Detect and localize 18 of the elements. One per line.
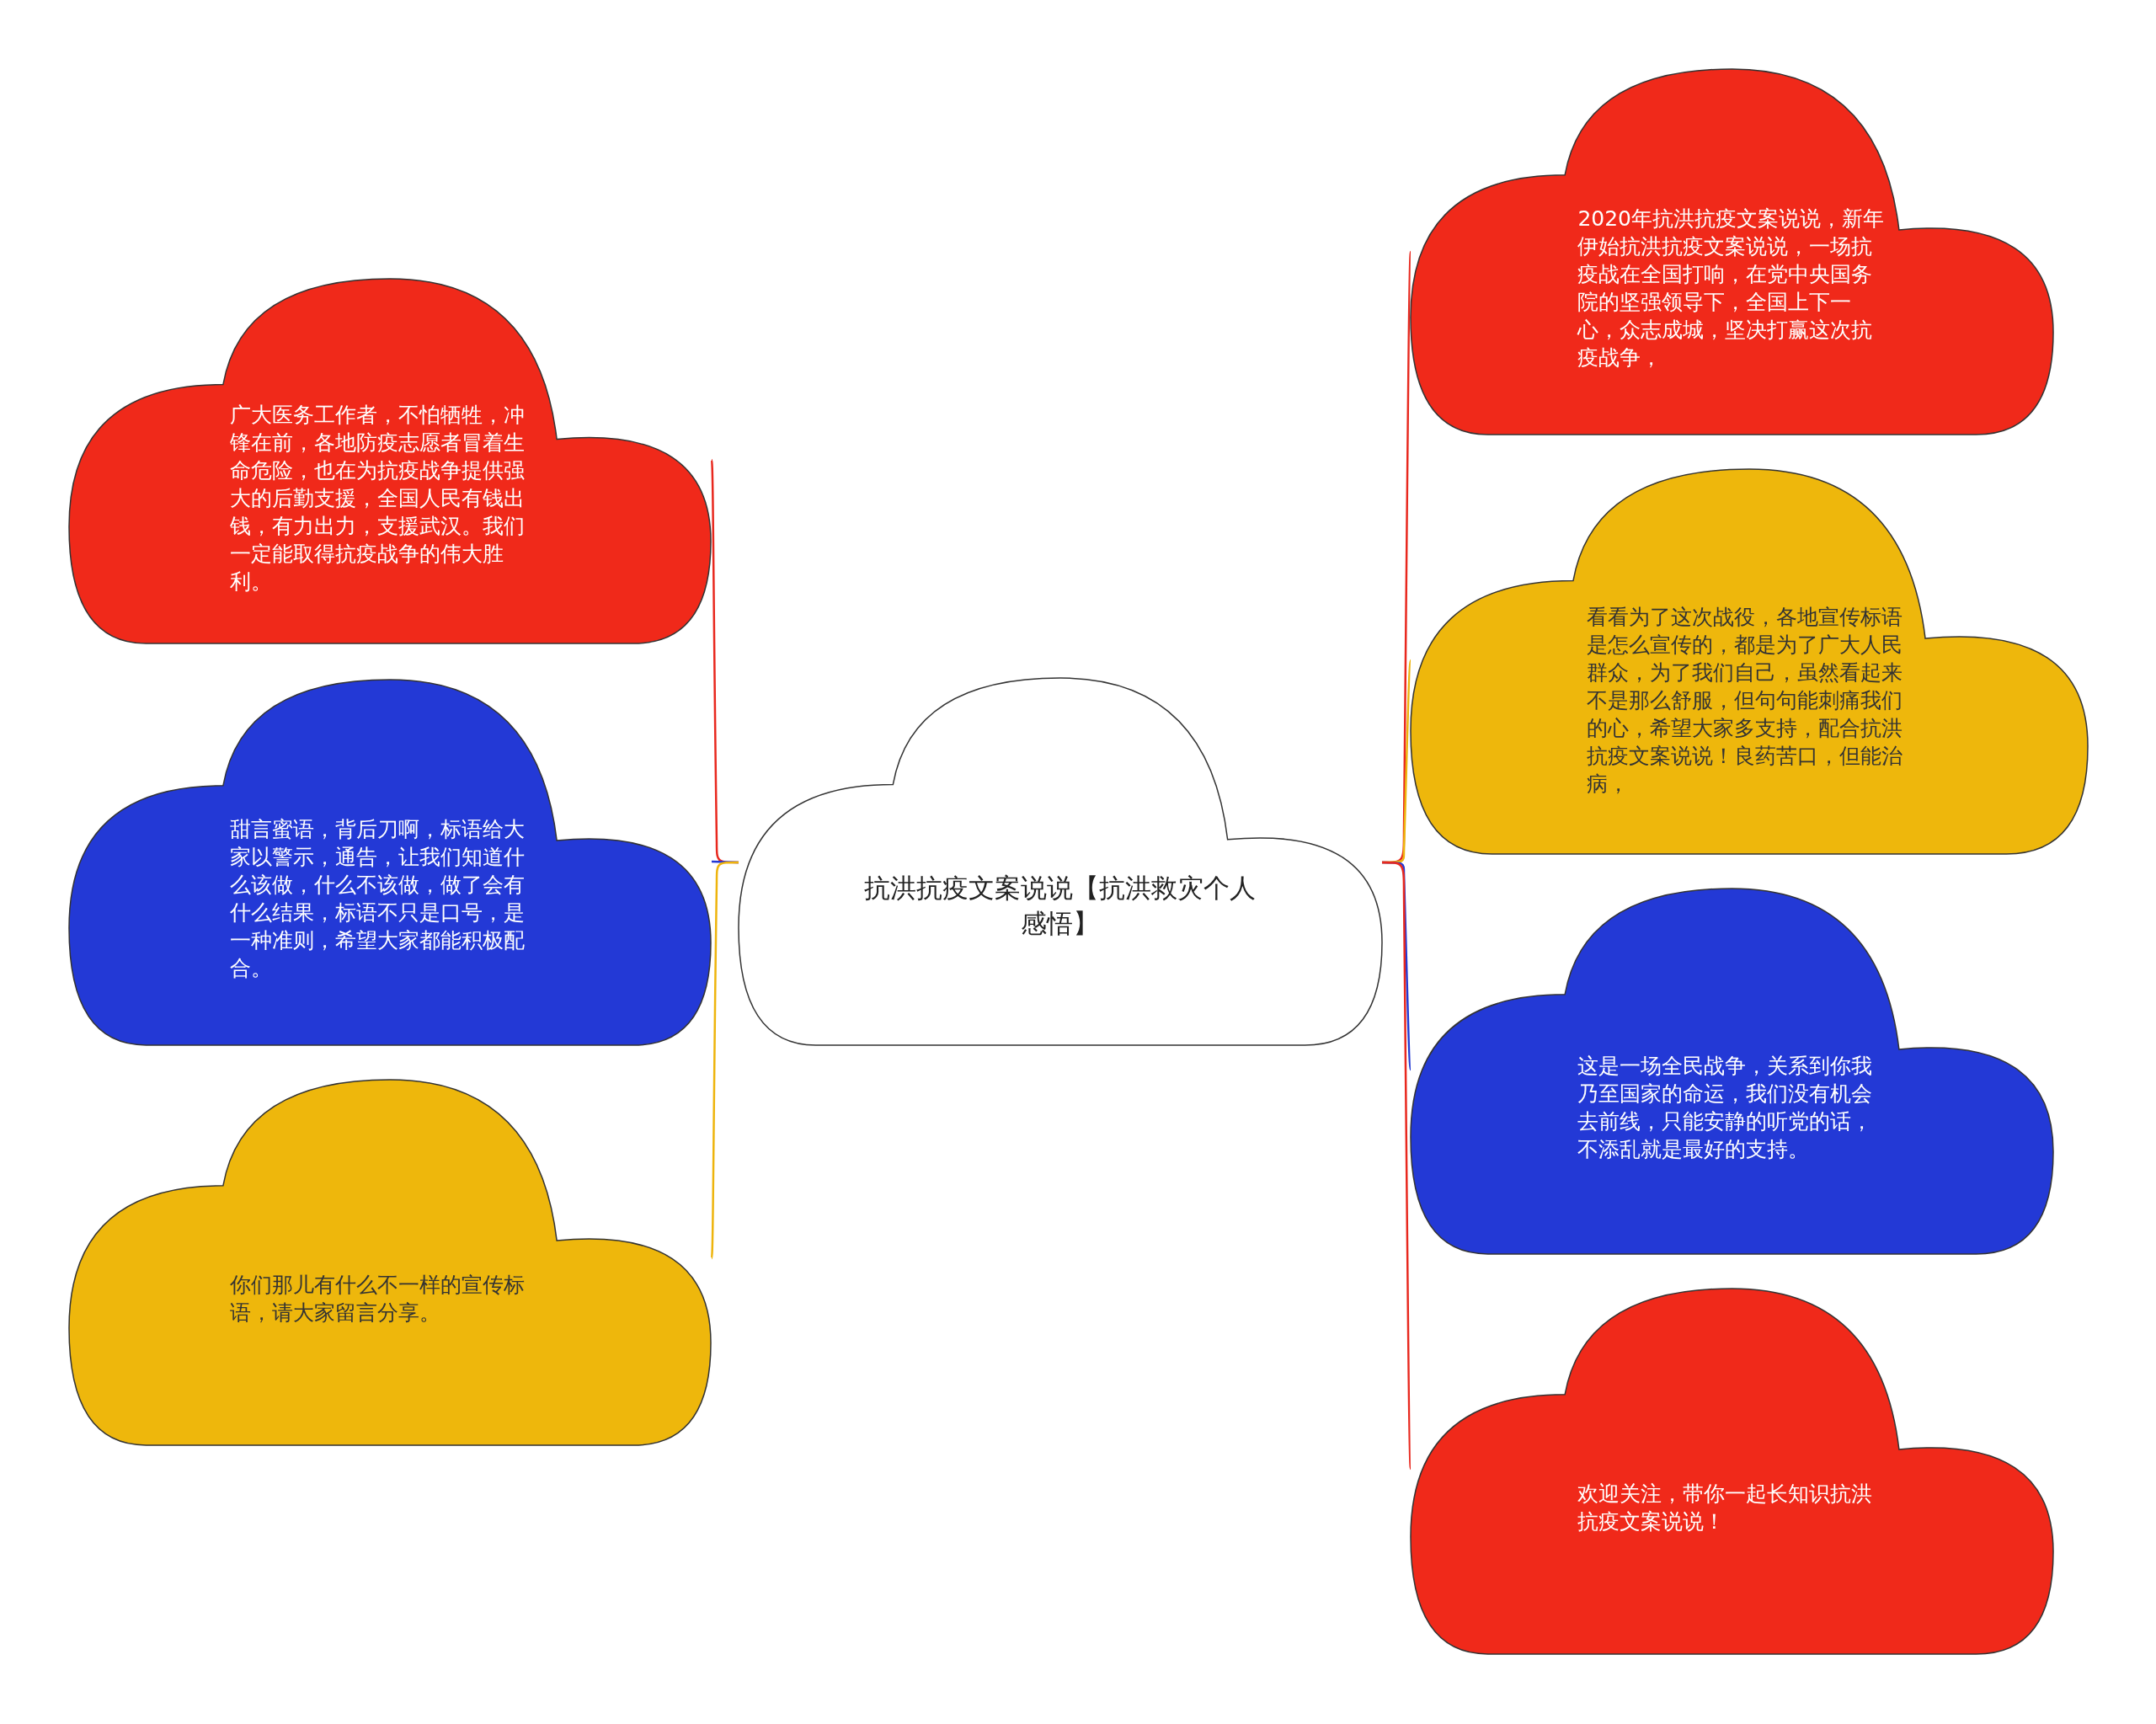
cloud-text: 你们那儿有什么不一样的宣传标语，请大家留言分享。 [229, 1272, 526, 1327]
cloud-text: 看看为了这次战役，各地宣传标语是怎么宣传的，都是为了广大人民群众，为了我们自己，虽然看起来不是那么舒服，但句句能刺痛我们的心，希望大家多支持，配合抗洪抗疫文案说说！良药苦口，但能治病， [1587, 603, 1904, 798]
topic-title: 抗洪抗疫文案说说【抗洪救灾个人感悟】 [863, 872, 1257, 941]
cloud-text: 广大医务工作者，不怕牺牲，冲锋在前，各地防疫志愿者冒着生命危险，也在为抗疫战争提供强大的后勤支援，全国人民有钱出钱，有力出力，支援武汉。我们一定能取得抗疫战争的伟大胜利。 [229, 401, 526, 595]
cloud-node [69, 1080, 711, 1445]
cloud-node [1411, 469, 2088, 854]
cloud-node [69, 680, 711, 1045]
cloud-node [1411, 1289, 2053, 1654]
cloud-text: 欢迎关注，带你一起长知识抗洪抗疫文案说说！ [1577, 1481, 1874, 1536]
cloud-node [1411, 889, 2053, 1254]
cloud-text: 甜言蜜语，背后刀啊，标语给大家以警示，通告，让我们知道什么该做，什么不该做，做了会有什么结果，标语不只是口号，是一种准则，希望大家都能积极配合。 [229, 816, 526, 983]
cloud-node [69, 279, 711, 643]
connector-line [710, 861, 739, 1259]
cloud-text: 这是一场全民战争，关系到你我乃至国家的命运，我们没有机会去前线，只能安静的听党的话，不添乱就是最好的支持。 [1577, 1053, 1874, 1164]
cloud-node [1411, 69, 2053, 435]
cloud-text: 2020年抗洪抗疫文案说说，新年伊始抗洪抗疫文案说说，一场抗疫战在全国打响，在党中央国务院的坚强领导下，全国上下一心，众志成城，坚决打赢这次抗疫战争， [1577, 205, 1885, 372]
cloud-node [739, 678, 1382, 1045]
connector-line [1382, 861, 1412, 1470]
